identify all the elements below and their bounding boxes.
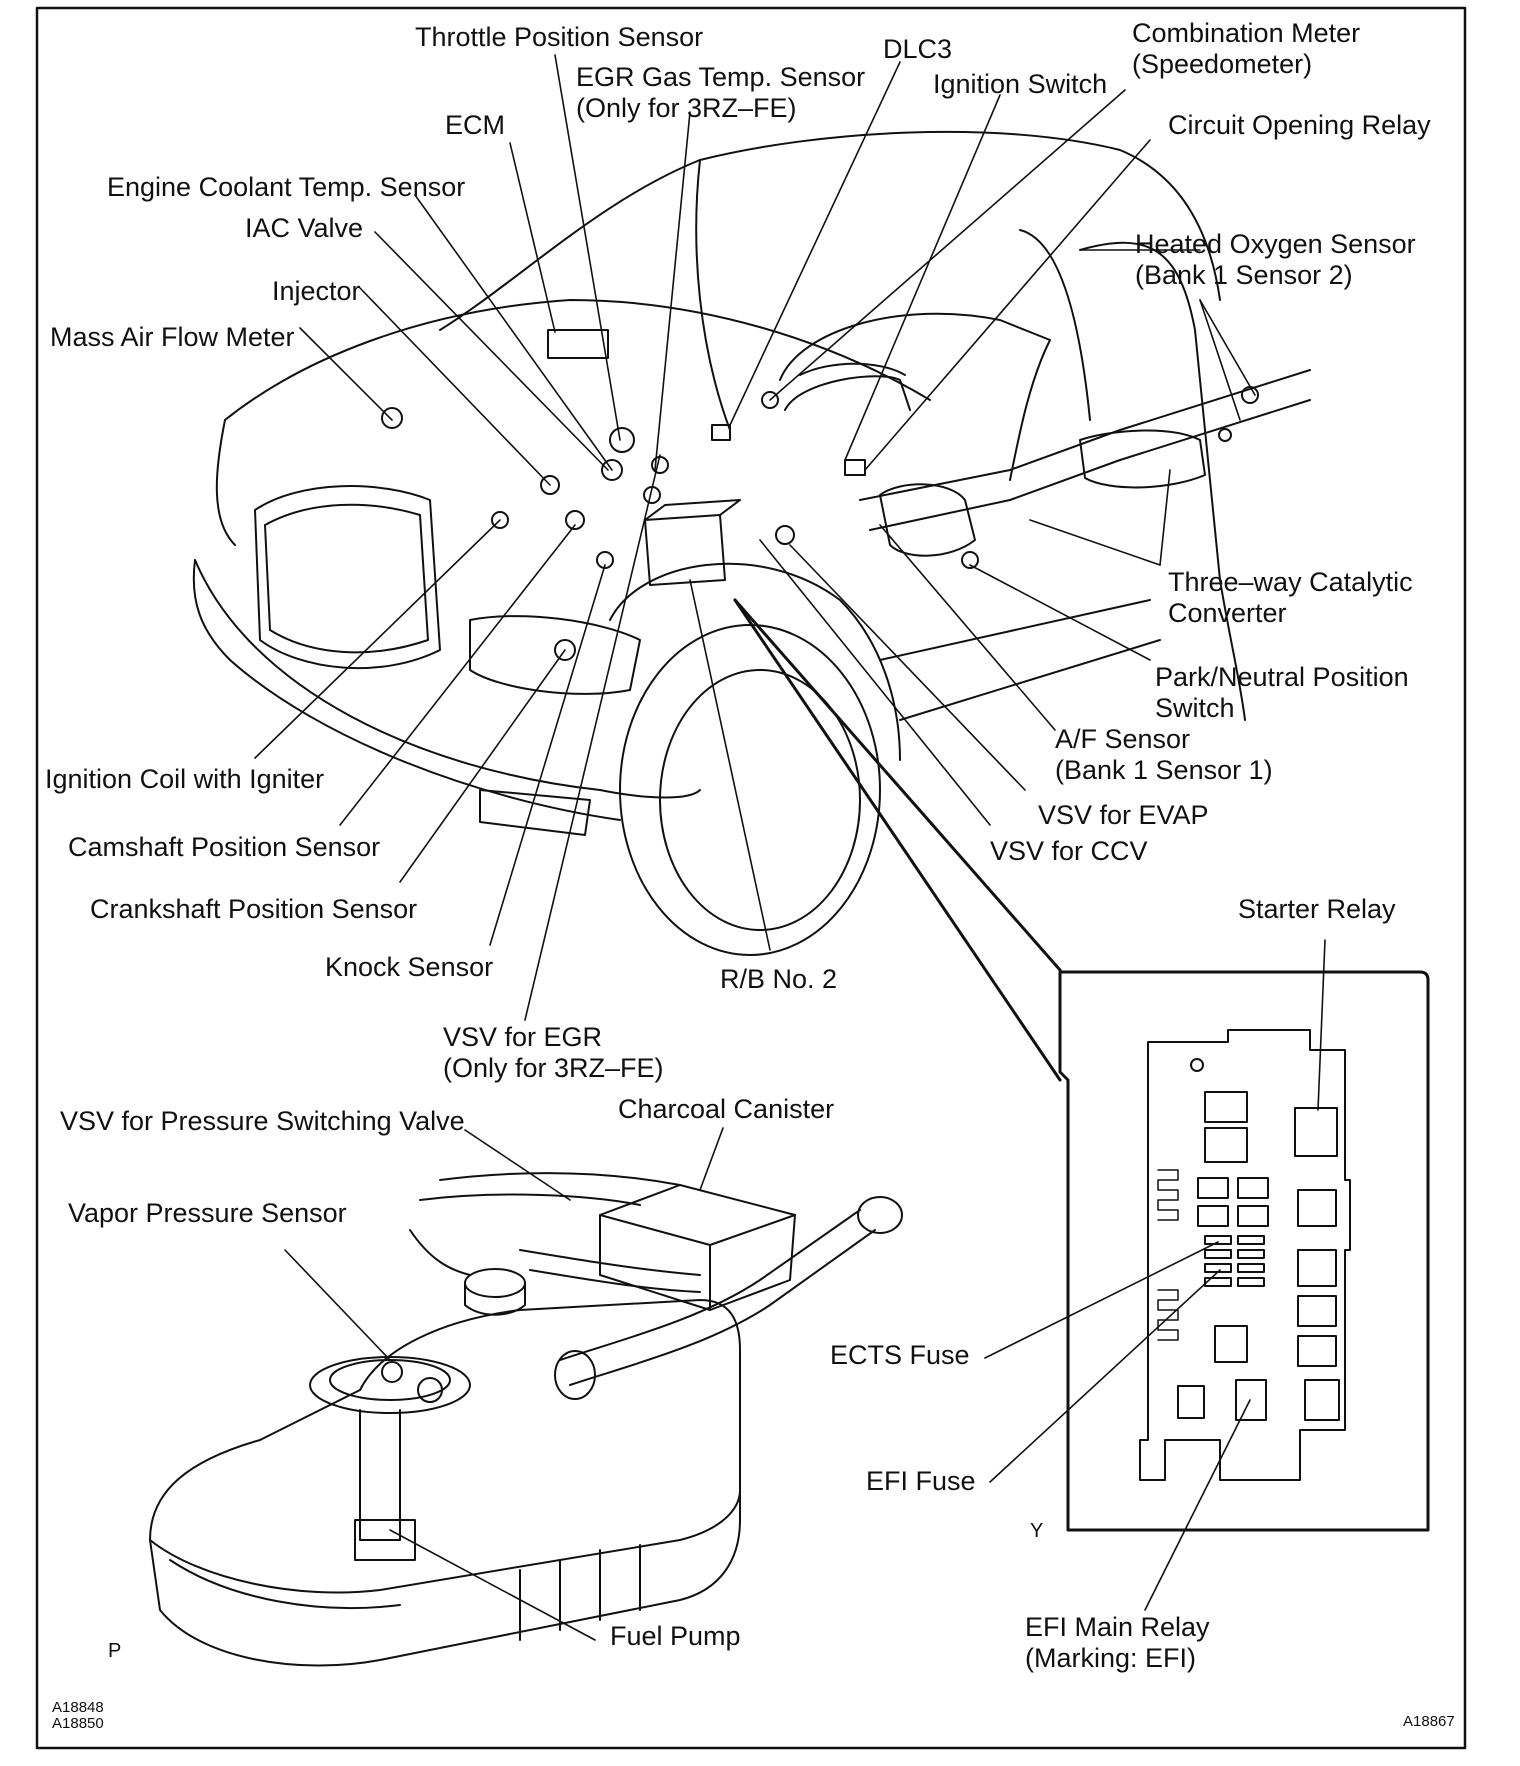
label-vsv-for-egr: VSV for EGR (Only for 3RZ–FE): [443, 1022, 664, 1083]
label-vsv-for-ccv: VSV for CCV: [990, 836, 1148, 866]
label-mass-air-flow-meter: Mass Air Flow Meter: [50, 322, 295, 352]
label-rb-no2: R/B No. 2: [720, 964, 838, 994]
label-circuit-opening-relay: Circuit Opening Relay: [1168, 110, 1431, 140]
label-vsv-for-pressure-switching-valve: VSV for Pressure Switching Valve: [60, 1106, 465, 1136]
fuel-tank-illustration: [149, 1172, 903, 1667]
label-combination-meter: Combination Meter (Speedometer): [1132, 18, 1361, 79]
vehicle-leader-lines: [254, 54, 1256, 1021]
label-park-neutral-position-switch: Park/Neutral Position Switch: [1155, 662, 1409, 723]
view-tag-y: Y: [1030, 1520, 1044, 1542]
label-ignition-coil-with-igniter: Ignition Coil with Igniter: [45, 764, 325, 794]
label-knock-sensor: Knock Sensor: [325, 952, 494, 982]
label-af-sensor: A/F Sensor (Bank 1 Sensor 1): [1055, 724, 1273, 785]
label-heated-oxygen-sensor: Heated Oxygen Sensor (Bank 1 Sensor 2): [1135, 229, 1416, 290]
view-tag-p: P: [108, 1640, 122, 1662]
vehicle-illustration: [192, 130, 1311, 956]
relay-box-inset: [1058, 970, 1430, 1532]
label-dlc3: DLC3: [883, 34, 953, 64]
fuel-leader-lines: [284, 1127, 724, 1641]
label-throttle-position-sensor: Throttle Position Sensor: [415, 22, 704, 52]
label-charcoal-canister: Charcoal Canister: [618, 1094, 835, 1124]
figure-id-left: A18848 A18850: [52, 1699, 104, 1732]
relay-leader-lines: [984, 939, 1326, 1611]
label-ects-fuse: ECTS Fuse: [830, 1340, 970, 1370]
label-efi-main-relay: EFI Main Relay (Marking: EFI): [1025, 1612, 1210, 1673]
label-egr-gas-temp-sensor: EGR Gas Temp. Sensor (Only for 3RZ–FE): [576, 62, 866, 123]
label-three-way-catalytic-converter: Three–way Catalytic Converter: [1168, 567, 1413, 628]
label-starter-relay: Starter Relay: [1238, 894, 1396, 924]
label-engine-coolant-temp-sensor: Engine Coolant Temp. Sensor: [107, 172, 466, 202]
label-camshaft-position-sensor: Camshaft Position Sensor: [68, 832, 381, 862]
figure-id-right: A18867: [1403, 1713, 1455, 1730]
label-efi-fuse: EFI Fuse: [866, 1466, 976, 1496]
label-fuel-pump: Fuel Pump: [610, 1621, 741, 1651]
label-vsv-for-evap: VSV for EVAP: [1038, 800, 1209, 830]
label-vapor-pressure-sensor: Vapor Pressure Sensor: [68, 1198, 347, 1228]
label-injector: Injector: [272, 276, 361, 306]
label-iac-valve: IAC Valve: [245, 213, 364, 243]
label-ignition-switch: Ignition Switch: [933, 69, 1108, 99]
label-ecm: ECM: [445, 110, 505, 140]
outer-frame: [35, 6, 1467, 1750]
label-crankshaft-position-sensor: Crankshaft Position Sensor: [90, 894, 418, 924]
relay-box-callout: [733, 598, 1062, 1082]
